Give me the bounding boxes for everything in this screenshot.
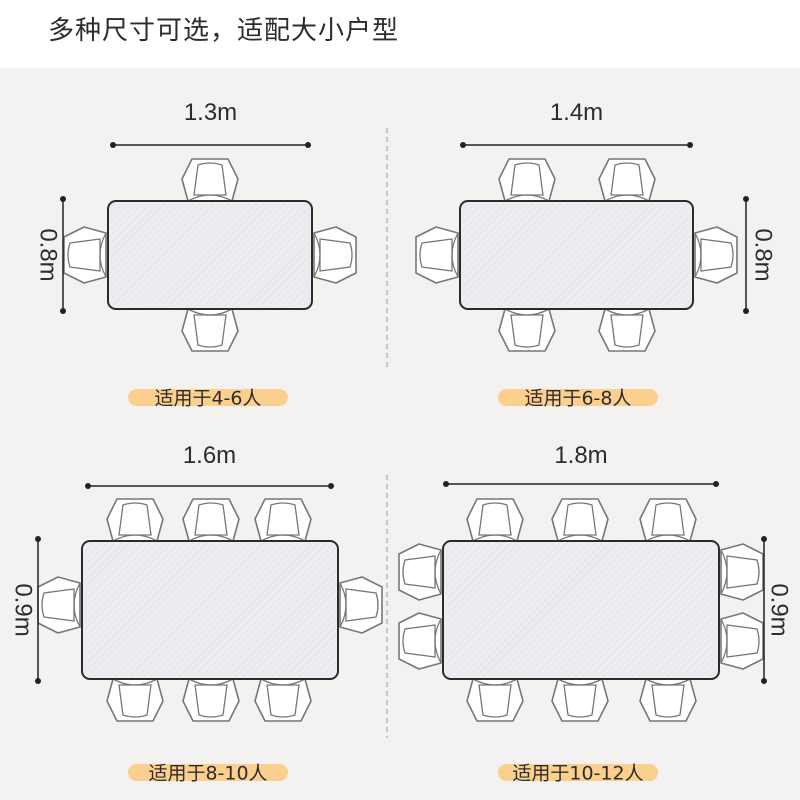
chair (181, 308, 239, 352)
chair (182, 678, 240, 722)
chair (63, 226, 107, 284)
height-label: 0.8m (750, 228, 777, 281)
chair (313, 226, 357, 284)
chair (720, 612, 764, 670)
dimension-dot (761, 678, 767, 684)
table-texture (84, 543, 336, 677)
chair (254, 678, 312, 722)
capacity-label: 适用于10-12人 (512, 763, 643, 785)
dimension-dot (713, 481, 719, 487)
dimension-dot (687, 142, 693, 148)
table-texture (462, 203, 691, 307)
chair (694, 226, 738, 284)
size-panel: 1.3m 0.8m 适用于4-6人 (35, 99, 357, 410)
capacity-badge (498, 764, 658, 781)
table-texture (110, 203, 310, 307)
chair (466, 678, 524, 722)
chair (398, 612, 442, 670)
table-size-diagram: 1.3m 0.8m 适用于4-6人 1.4m 0.8m 适用于6-8人 1.6m 0.9m 适用… (10, 99, 793, 785)
table-texture (445, 543, 717, 677)
dimension-dot (328, 483, 334, 489)
chair (254, 498, 312, 542)
height-label: 0.8m (35, 228, 62, 281)
size-panel: 1.4m 0.8m 适用于6-8人 (415, 99, 777, 410)
chair (598, 158, 656, 202)
width-label: 1.3m (184, 99, 237, 126)
capacity-badge (128, 764, 288, 781)
height-label: 0.9m (10, 583, 37, 636)
dimension-dot (85, 483, 91, 489)
dimension-dot (35, 678, 41, 684)
chair (466, 498, 524, 542)
capacity-label: 适用于8-10人 (148, 763, 267, 785)
header: 多种尺寸可选，适配大小户型 (0, 0, 800, 68)
page-title: 多种尺寸可选，适配大小户型 (48, 16, 400, 46)
dimension-dot (60, 308, 66, 314)
dimension-dot (460, 142, 466, 148)
dimension-dot (305, 142, 311, 148)
dimension-dot (443, 481, 449, 487)
dimension-dot (35, 536, 41, 542)
chair (181, 158, 239, 202)
chair (598, 308, 656, 352)
chair (498, 308, 556, 352)
chair (720, 543, 764, 601)
size-panel: 1.8m 0.9m 适用于10-12人 (398, 442, 793, 785)
dimension-dot (743, 308, 749, 314)
chair (639, 678, 697, 722)
capacity-label: 适用于4-6人 (154, 388, 261, 410)
size-panel: 1.6m 0.9m 适用于8-10人 (10, 442, 383, 785)
height-label: 0.9m (766, 583, 793, 636)
capacity-label: 适用于6-8人 (524, 388, 631, 410)
dimension-dot (743, 196, 749, 202)
chair (106, 498, 164, 542)
chair (498, 158, 556, 202)
width-label: 1.4m (550, 99, 603, 126)
width-label: 1.8m (554, 442, 607, 469)
chair (551, 498, 609, 542)
chair (398, 543, 442, 601)
chair (415, 226, 459, 284)
capacity-badge (128, 389, 288, 406)
chair (106, 678, 164, 722)
chair (339, 576, 383, 634)
dimension-dot (761, 536, 767, 542)
capacity-badge (498, 389, 658, 406)
chair (639, 498, 697, 542)
dimension-dot (110, 142, 116, 148)
width-label: 1.6m (183, 442, 236, 469)
chair (37, 576, 81, 634)
chair (551, 678, 609, 722)
diagram-canvas: 1.3m 0.8m 适用于4-6人 1.4m 0.8m 适用于6-8人 1.6m 0.9m 适用… (0, 68, 800, 800)
dimension-dot (60, 196, 66, 202)
chair (182, 498, 240, 542)
